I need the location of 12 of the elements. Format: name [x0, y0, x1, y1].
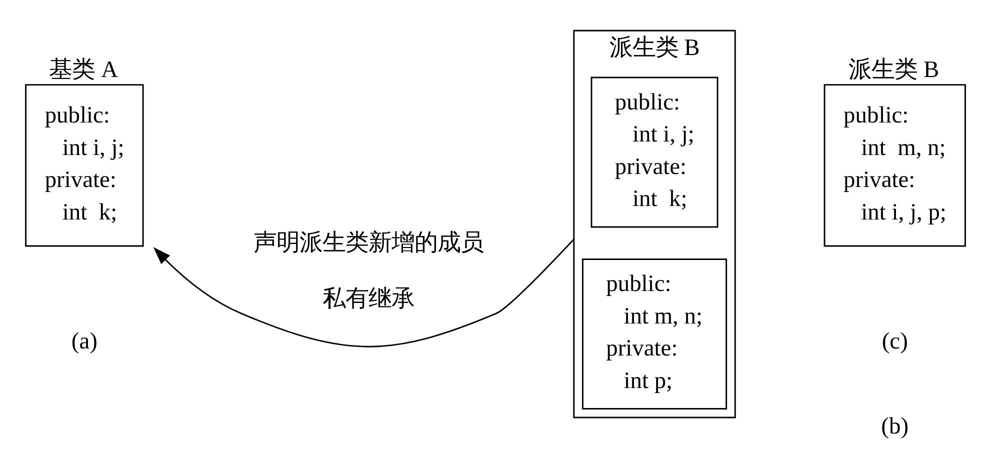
label: (c): [882, 328, 908, 354]
edge-label: 私有继承: [322, 285, 415, 312]
arrow: [153, 238, 574, 347]
node-box: public: int i, j; private: int k;: [590, 76, 718, 228]
label: (b): [881, 412, 909, 439]
label: (a): [71, 328, 98, 354]
node-box: public: int i, j; private: int k;: [25, 84, 144, 246]
node-label: 派生类 B: [848, 56, 940, 83]
node-label: 基类 A: [49, 56, 118, 83]
node-box: public: int m, n; private: int p;: [582, 258, 728, 409]
node-box: public: int m, n; private: int i, j, p;: [824, 84, 966, 246]
label: 声明派生类新增的成员: [254, 230, 484, 256]
